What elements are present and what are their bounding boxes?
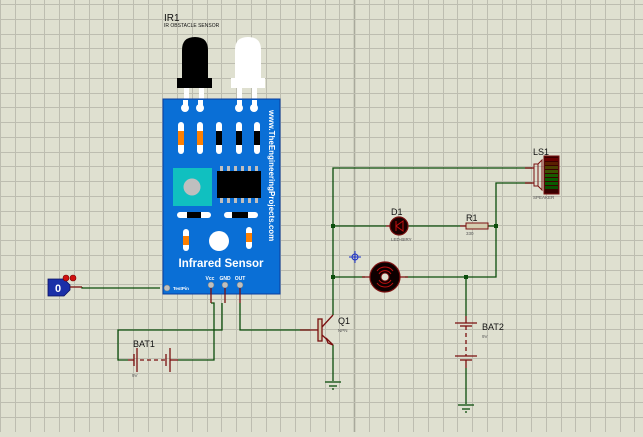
move-cursor-icon xyxy=(349,251,361,263)
wire-motor-right[interactable] xyxy=(405,226,497,278)
pin-out[interactable] xyxy=(236,281,244,289)
buzzer-motor[interactable] xyxy=(362,261,408,293)
battery-bat1[interactable] xyxy=(128,348,178,372)
wire-gnd-bat1[interactable] xyxy=(117,303,223,361)
pin-vcc[interactable] xyxy=(207,281,215,289)
potentiometer xyxy=(173,168,212,206)
resistor-r1[interactable] xyxy=(460,222,489,230)
d1-ref: D1 xyxy=(391,207,403,217)
wires xyxy=(81,167,532,404)
ir-receiver-led xyxy=(231,37,265,102)
bat2-value: 9V xyxy=(482,334,488,339)
bat1-value: 9V xyxy=(132,373,138,378)
ground-bat2 xyxy=(458,404,474,413)
battery-bat2[interactable] xyxy=(455,316,477,368)
wire-vcc-bat1[interactable] xyxy=(178,302,215,361)
logic-state-value: 0 xyxy=(55,283,61,295)
q1-type: NPN xyxy=(338,328,348,333)
pin-label-test: TestPin xyxy=(173,286,189,291)
wire-out-q1[interactable] xyxy=(239,303,310,331)
pin-test[interactable] xyxy=(163,284,171,292)
logic-state-source[interactable]: 0 xyxy=(47,274,82,297)
bat2-ref: BAT2 xyxy=(482,322,504,332)
ir-website: www.TheEngineeringProjects.com xyxy=(267,109,276,241)
r1-ref: R1 xyxy=(466,213,478,223)
horizontal-resistors xyxy=(177,212,258,218)
led-pads xyxy=(181,100,258,112)
ir-sensor-name: IR OBSTACLE SENSOR xyxy=(164,23,220,29)
pin-gnd[interactable] xyxy=(221,281,229,289)
ir-sensor-module[interactable]: IR1 IR OBSTACLE SENSOR xyxy=(162,13,281,303)
speaker-ls1[interactable] xyxy=(525,155,560,195)
ir-sensor-ref: IR1 xyxy=(164,13,180,24)
speaker-meter xyxy=(543,155,560,195)
pin-label-gnd: GND xyxy=(219,276,231,282)
transistor-q1[interactable] xyxy=(300,314,334,346)
ir-board-title: Infrared Sensor xyxy=(179,258,265,270)
r1-value: 330 xyxy=(466,231,474,236)
comparator-ic xyxy=(217,166,261,203)
ls1-type: SPEAKER xyxy=(533,195,555,200)
ir-emitter-led xyxy=(177,37,212,102)
wire-q1-collector[interactable] xyxy=(332,167,532,315)
ground-q1 xyxy=(325,381,341,390)
q1-ref: Q1 xyxy=(338,316,350,326)
d1-type: LED-BIRY xyxy=(391,237,412,242)
ls1-ref: LS1 xyxy=(533,147,549,157)
bottom-components xyxy=(183,227,252,251)
led-d1[interactable] xyxy=(386,216,409,236)
wire-speaker-r1[interactable] xyxy=(495,182,532,226)
pin-label-out: OUT xyxy=(235,276,246,282)
pin-label-vcc: Vcc xyxy=(206,276,215,282)
junctions xyxy=(331,224,498,279)
bat1-ref: BAT1 xyxy=(133,339,155,349)
smd-resistors xyxy=(178,122,260,154)
